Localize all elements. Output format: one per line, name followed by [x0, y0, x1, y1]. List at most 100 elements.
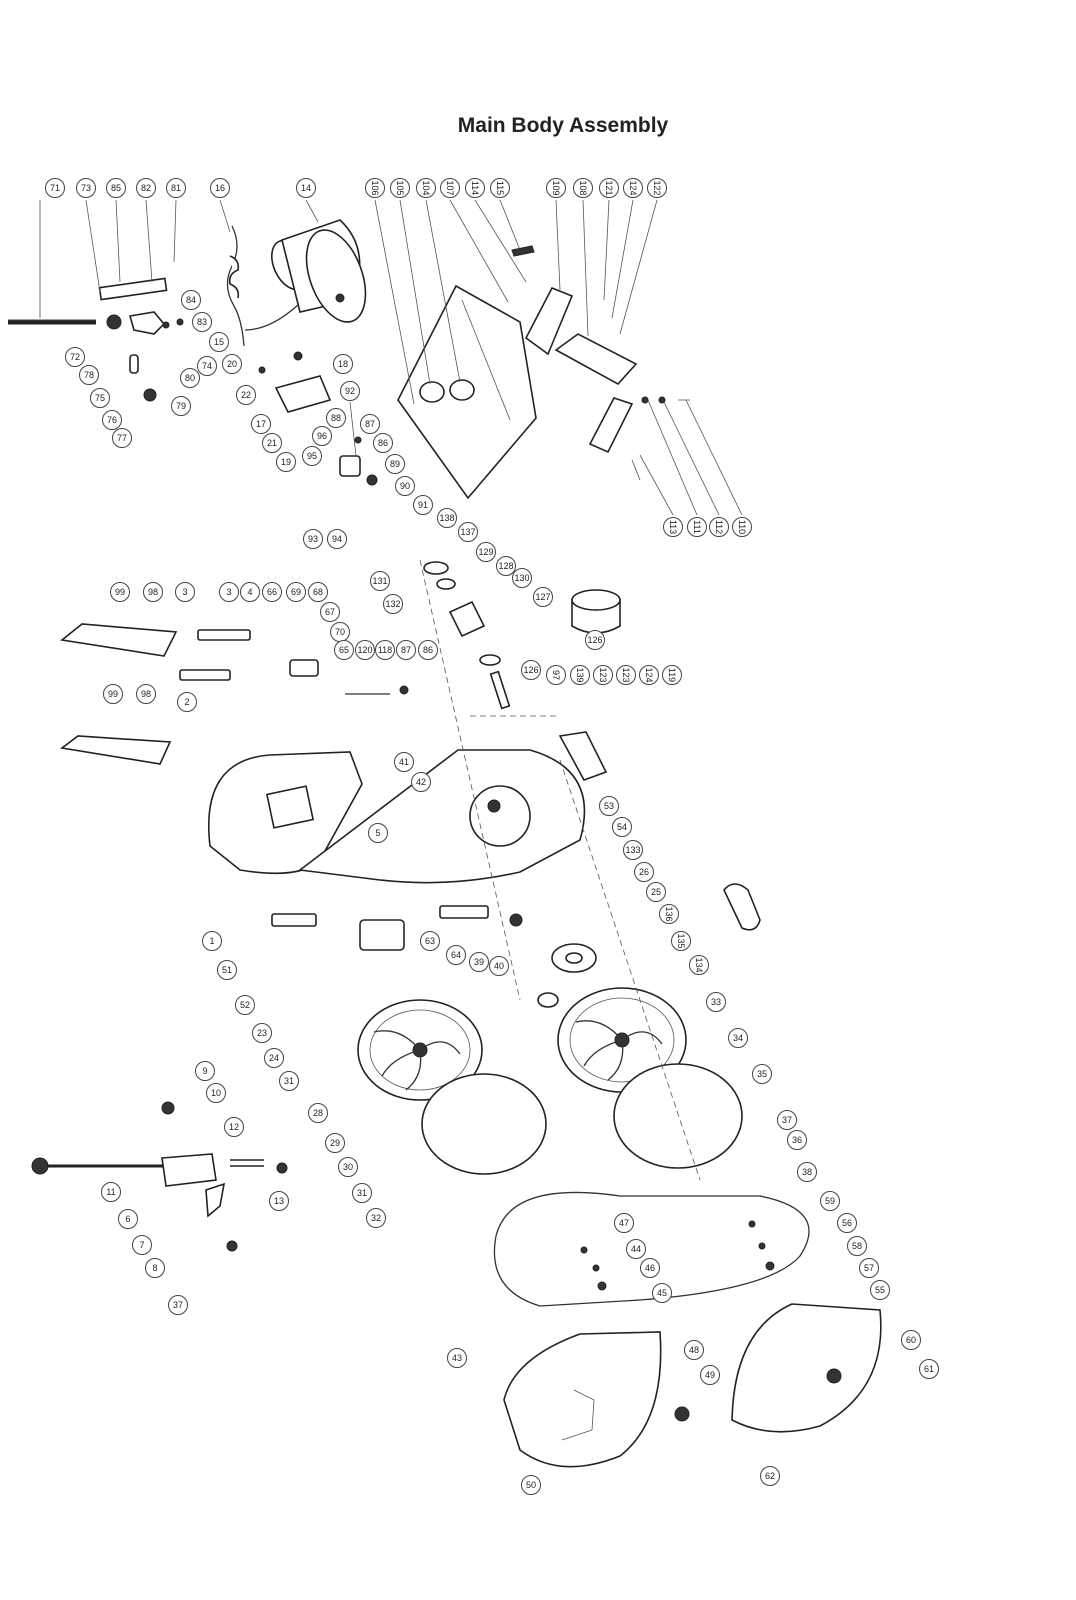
callout-circle — [112, 428, 132, 448]
part-callout: 38 — [797, 1162, 817, 1182]
part-callout: 56 — [837, 1213, 857, 1233]
part-callout: 12 — [224, 1117, 244, 1137]
callout-label: 108 — [578, 180, 588, 195]
part-callout: 39 — [469, 952, 489, 972]
callout-circle — [416, 178, 436, 198]
callout-label: 80 — [185, 373, 195, 383]
callout-label: 62 — [765, 1471, 775, 1481]
callout-circle — [175, 582, 195, 602]
callout-circle — [262, 582, 282, 602]
part-callout: 9 — [195, 1061, 215, 1081]
callout-label: 77 — [117, 433, 127, 443]
part-callout: 121 — [599, 178, 619, 198]
callout-circle — [413, 495, 433, 515]
part-callout: 63 — [420, 931, 440, 951]
callout-label: 88 — [331, 413, 341, 423]
callout-label: 15 — [214, 337, 224, 347]
callout-label: 2 — [184, 697, 189, 707]
part-callout: 115 — [490, 178, 510, 198]
part-callout: 62 — [760, 1466, 780, 1486]
callout-circle — [45, 178, 65, 198]
callout-label: 52 — [240, 1000, 250, 1010]
callout-label: 37 — [782, 1115, 792, 1125]
callout-circle — [302, 446, 322, 466]
callout-circle — [252, 1023, 272, 1043]
callout-circle — [166, 178, 186, 198]
part-callout: 30 — [338, 1157, 358, 1177]
part-callout: 44 — [626, 1239, 646, 1259]
part-callout: 97 — [546, 665, 566, 685]
part-callout: 53 — [599, 796, 619, 816]
callout-label: 87 — [365, 419, 375, 429]
callout-circle — [224, 1117, 244, 1137]
part-callout: 25 — [646, 882, 666, 902]
part-callout: 10 — [206, 1083, 226, 1103]
callout-label: 97 — [551, 670, 561, 680]
callout-label: 32 — [371, 1213, 381, 1223]
callout-label: 86 — [378, 438, 388, 448]
callout-label: 49 — [705, 1370, 715, 1380]
part-callout: 80 — [180, 368, 200, 388]
callout-circle — [640, 1258, 660, 1278]
callout-label: 20 — [227, 359, 237, 369]
callout-circle — [276, 452, 296, 472]
callout-circle — [340, 381, 360, 401]
part-callout: 66 — [262, 582, 282, 602]
part-callout: 95 — [302, 446, 322, 466]
upper-shaft-parts — [423, 561, 621, 710]
callout-label: 81 — [171, 183, 181, 193]
callout-label: 16 — [215, 183, 225, 193]
callout-circle — [728, 1028, 748, 1048]
part-callout: 29 — [325, 1133, 345, 1153]
part-callout: 86 — [373, 433, 393, 453]
part-callout: 106 — [365, 178, 385, 198]
callout-circle — [639, 665, 659, 685]
part-callout: 57 — [859, 1258, 879, 1278]
part-callout: 6 — [118, 1209, 138, 1229]
callout-label: 126 — [587, 635, 602, 645]
callout-circle — [103, 684, 123, 704]
callout-label: 14 — [301, 183, 311, 193]
part-callout: 113 — [663, 517, 683, 537]
part-callout: 78 — [79, 365, 99, 385]
part-callout: 14 — [296, 178, 316, 198]
callout-label: 95 — [307, 451, 317, 461]
part-callout: 51 — [217, 960, 237, 980]
callout-label: 73 — [81, 183, 91, 193]
part-callout: 137 — [458, 522, 478, 542]
callout-circle — [202, 931, 222, 951]
callout-label: 126 — [523, 665, 538, 675]
part-callout: 82 — [136, 178, 156, 198]
callout-circle — [820, 1191, 840, 1211]
callout-label: 133 — [625, 845, 640, 855]
callout-label: 98 — [141, 689, 151, 699]
callout-circle — [496, 556, 516, 576]
tension-rod-assembly — [8, 199, 184, 402]
part-callout: 18 — [333, 354, 353, 374]
callout-label: 120 — [357, 645, 372, 655]
callout-label: 123 — [598, 667, 608, 682]
callout-label: 130 — [514, 573, 529, 583]
callout-circle — [286, 582, 306, 602]
callout-label: 129 — [478, 547, 493, 557]
callout-circle — [546, 178, 566, 198]
part-callout: 118 — [375, 640, 395, 660]
callout-circle — [145, 1258, 165, 1278]
callout-label: 139 — [575, 667, 585, 682]
part-callout: 60 — [901, 1330, 921, 1350]
part-callout: 76 — [102, 410, 122, 430]
callout-label: 31 — [284, 1076, 294, 1086]
callout-circle — [360, 414, 380, 434]
callout-label: 137 — [460, 527, 475, 537]
part-callout: 132 — [383, 594, 403, 614]
upper-guide-assembly — [339, 401, 378, 486]
part-callout: 21 — [262, 433, 282, 453]
power-cord — [219, 199, 245, 347]
callout-label: 18 — [338, 359, 348, 369]
callout-circle — [489, 956, 509, 976]
part-callout: 134 — [689, 955, 709, 975]
callout-label: 39 — [474, 957, 484, 967]
callout-label: 45 — [657, 1288, 667, 1298]
